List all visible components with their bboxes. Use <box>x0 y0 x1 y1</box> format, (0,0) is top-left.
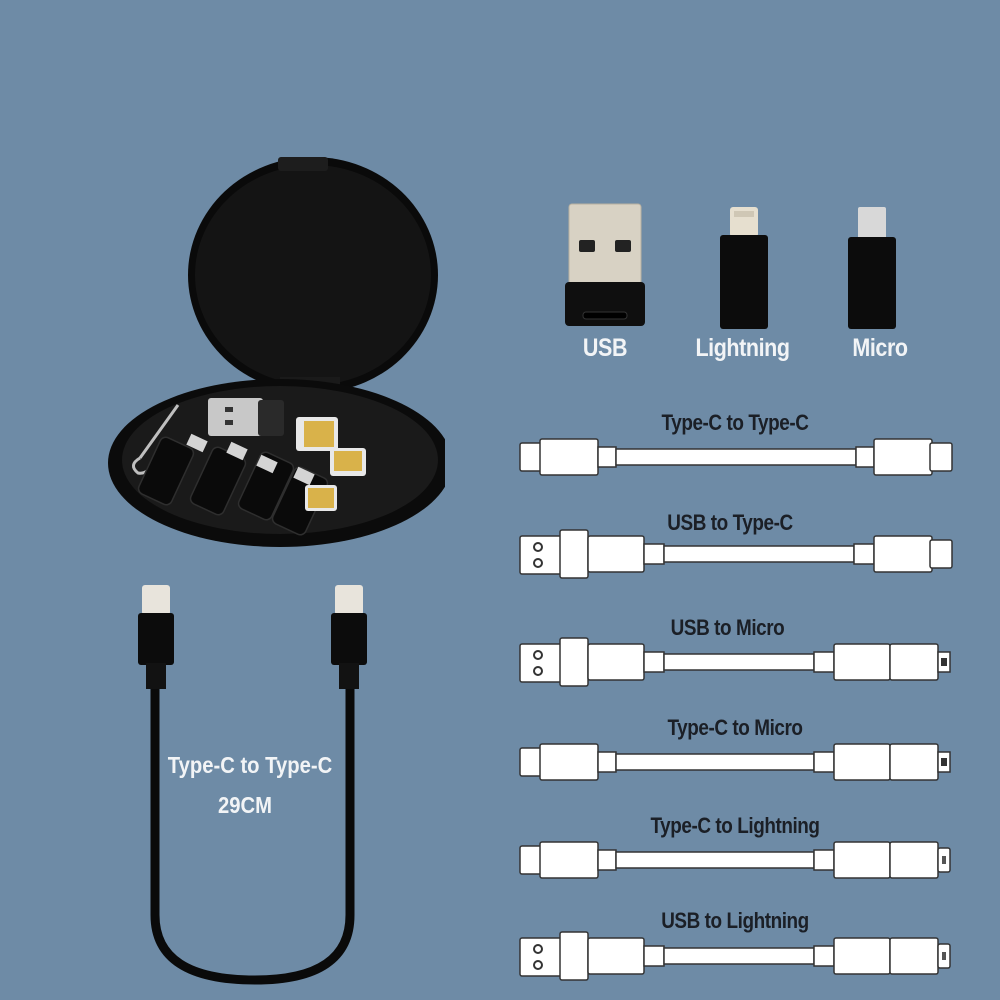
cable-label: USB to Type-C <box>667 510 793 535</box>
adapter-lightning <box>718 205 770 330</box>
usb-adapter-icon <box>565 203 645 326</box>
storage-case-icon <box>108 157 452 547</box>
cable-item <box>518 636 954 688</box>
cable-item <box>518 840 954 880</box>
cable-label: USB to Lightning <box>661 908 809 933</box>
adapter-usb <box>565 202 645 327</box>
usb-to-lightning-cable-icon <box>519 931 951 981</box>
cable-item <box>518 930 954 982</box>
main-cable <box>130 585 380 990</box>
adapter-micro-label: Micro <box>852 334 908 362</box>
adapter-lightning-label: Lightning <box>695 334 790 362</box>
lightning-adapter-icon <box>720 207 768 329</box>
typec-to-typec-cable-icon <box>519 438 953 476</box>
main-cable-title: Type-C to Type-C <box>167 752 333 778</box>
cable-label: Type-C to Lightning <box>650 813 820 838</box>
typec-to-lightning-cable-icon <box>519 841 951 879</box>
cable-item <box>518 742 954 782</box>
adapter-micro <box>846 205 898 330</box>
adapter-usb-label: USB <box>582 334 628 362</box>
cable-item <box>518 528 954 580</box>
usb-to-typec-cable-icon <box>519 529 953 579</box>
storage-case <box>100 155 452 550</box>
cable-label: Type-C to Micro <box>667 715 803 740</box>
cable-label: Type-C to Type-C <box>661 410 809 435</box>
micro-adapter-icon <box>848 207 896 329</box>
cable-label: USB to Micro <box>670 615 785 640</box>
typec-cable-icon <box>138 585 367 985</box>
cable-item <box>518 437 954 477</box>
usb-to-micro-cable-icon <box>519 637 951 687</box>
main-cable-length: 29CM <box>217 792 272 818</box>
typec-to-micro-cable-icon <box>519 743 951 781</box>
